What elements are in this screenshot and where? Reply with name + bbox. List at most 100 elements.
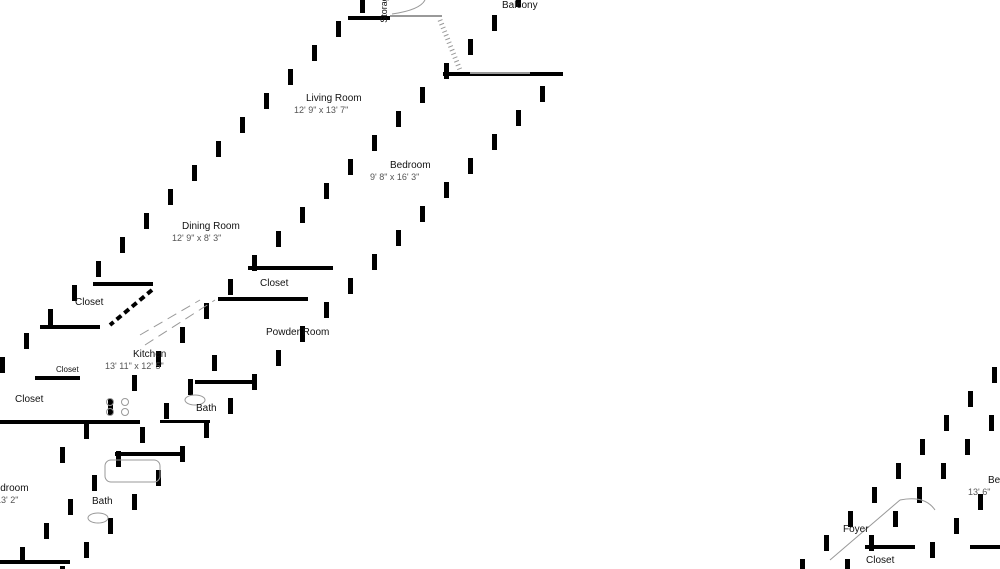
dashed-wall-segment (288, 69, 293, 85)
dashed-wall-segment (444, 182, 449, 198)
dashed-wall-segment (848, 511, 853, 527)
dashed-wall-segment (396, 111, 401, 127)
dashed-wall-segment (68, 499, 73, 515)
dashed-wall-segment (348, 278, 353, 294)
dashed-wall-segment (420, 87, 425, 103)
dashed-wall-segment (869, 535, 874, 551)
room-label-storage: Storage (378, 0, 389, 23)
dashed-wall-segment (276, 231, 281, 247)
dashed-wall-segment (264, 93, 269, 109)
dashed-wall-segment (300, 207, 305, 223)
dashed-wall-segment (845, 559, 850, 569)
dashed-wall-segment (164, 403, 169, 419)
room-dims-bedroom: 13' 2" (0, 495, 19, 505)
dashed-wall-segment (468, 158, 473, 174)
dashed-wall-segment (140, 427, 145, 443)
room-label-kitchen: Kitchen (133, 349, 167, 360)
dashed-wall-segment (300, 326, 305, 342)
room-label-bath: Bath (196, 403, 217, 414)
stove-burner (121, 408, 129, 416)
room-label-closet: Closet (15, 394, 44, 405)
dashed-wall-segment (348, 159, 353, 175)
dashed-wall-segment (120, 237, 125, 253)
dashed-wall-segment (312, 45, 317, 61)
dashed-wall-segment (276, 350, 281, 366)
dashed-wall-segment (944, 415, 949, 431)
dashed-wall-segment (872, 487, 877, 503)
dashed-wall-segment (941, 463, 946, 479)
dashed-wall-segment (108, 288, 154, 327)
dashed-wall-segment (965, 439, 970, 455)
bathtub (104, 459, 161, 483)
counter-outline (139, 299, 216, 346)
room-label-closet: Closet (260, 278, 289, 289)
room-dims-bedroom: 9' 8" x 16' 3" (370, 172, 420, 182)
room-label-dining-room: Dining Room (182, 221, 240, 232)
dashed-wall-segment (60, 447, 65, 463)
dashed-wall-segment (420, 206, 425, 222)
solid-wall (35, 376, 80, 380)
dashed-wall-segment (228, 279, 233, 295)
dashed-wall-segment (540, 86, 545, 102)
room-dims-living-room: 12' 9" x 13' 7" (294, 105, 349, 115)
dashed-wall-segment (204, 422, 209, 438)
dashed-wall-segment (156, 470, 161, 486)
dashed-wall-segment (48, 309, 53, 325)
dashed-wall-segment (324, 302, 329, 318)
dashed-wall-segment (84, 542, 89, 558)
dashed-wall-segment (188, 379, 193, 395)
dashed-wall-segment (0, 357, 5, 373)
solid-wall (115, 452, 185, 456)
dashed-wall-segment (372, 254, 377, 270)
dashed-wall-segment (60, 566, 65, 569)
dashed-wall-segment (396, 230, 401, 246)
dashed-wall-segment (444, 63, 449, 79)
room-label-closet: Closet (75, 297, 104, 308)
solid-wall (195, 380, 255, 384)
dashed-wall-segment (108, 518, 113, 534)
room-label-balcony: Balcony (502, 0, 538, 11)
dashed-wall-segment (968, 391, 973, 407)
dashed-wall-segment (893, 511, 898, 527)
solid-wall (970, 545, 1000, 549)
solid-wall (218, 297, 308, 301)
dashed-wall-segment (824, 535, 829, 551)
dashed-wall-segment (44, 523, 49, 539)
dashed-wall-segment (144, 213, 149, 229)
dashed-wall-segment (108, 399, 113, 415)
door-swing (391, 0, 426, 15)
dashed-wall-segment (72, 285, 77, 301)
stove-burner (106, 408, 114, 416)
dashed-wall-segment (468, 39, 473, 55)
room-label-closet: Closet (56, 365, 79, 374)
solid-wall (0, 560, 70, 564)
dashed-wall-segment (228, 398, 233, 414)
dashed-wall-segment (116, 451, 121, 467)
dashed-wall-segment (917, 487, 922, 503)
dashed-wall-segment (92, 475, 97, 491)
dashed-wall-segment (920, 439, 925, 455)
door-swing (829, 498, 936, 561)
dashed-wall-segment (930, 542, 935, 558)
dashed-wall-segment (204, 303, 209, 319)
dashed-wall-segment (84, 423, 89, 439)
dashed-wall-segment (252, 255, 257, 271)
dashed-wall-segment (216, 141, 221, 157)
dashed-wall-segment (978, 494, 983, 510)
room-dims-kitchen: 13' 11" x 12' 5" (105, 361, 164, 371)
solid-wall (0, 420, 140, 424)
dashed-wall-segment (336, 21, 341, 37)
dashed-wall-segment (132, 375, 137, 391)
room-label-bedroom: Bedroom (0, 483, 29, 494)
stove-burner (121, 398, 129, 406)
dashed-wall-segment (192, 165, 197, 181)
dashed-wall-segment (20, 547, 25, 563)
dashed-wall-segment (96, 261, 101, 277)
dashed-wall-segment (132, 494, 137, 510)
toilet (184, 394, 206, 406)
dashed-wall-segment (492, 134, 497, 150)
dashed-wall-segment (989, 415, 994, 431)
room-dims-dining-room: 12' 9" x 8' 3" (172, 233, 222, 243)
